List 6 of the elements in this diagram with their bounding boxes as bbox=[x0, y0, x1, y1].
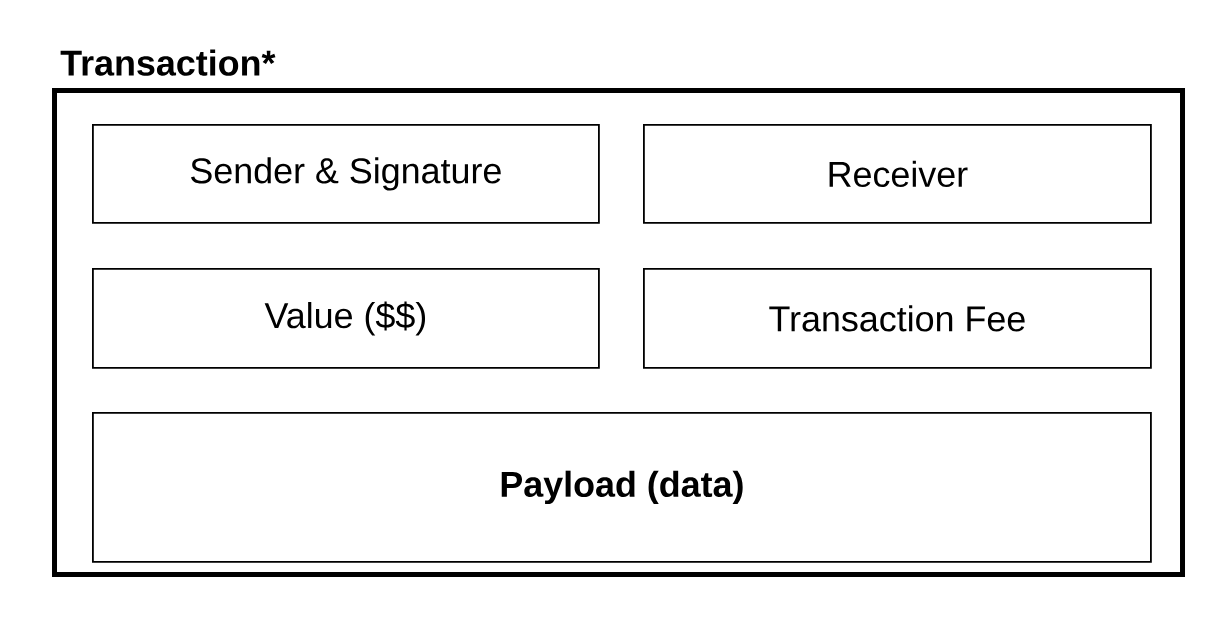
field-box: Receiver bbox=[643, 124, 1152, 224]
field-box: Value ($$) bbox=[92, 268, 600, 369]
heading: Transaction* bbox=[60, 49, 276, 76]
field-box: Sender & Signature bbox=[92, 124, 600, 224]
field-box: Payload (data) bbox=[92, 412, 1152, 563]
field-box: Transaction Fee bbox=[643, 268, 1152, 369]
